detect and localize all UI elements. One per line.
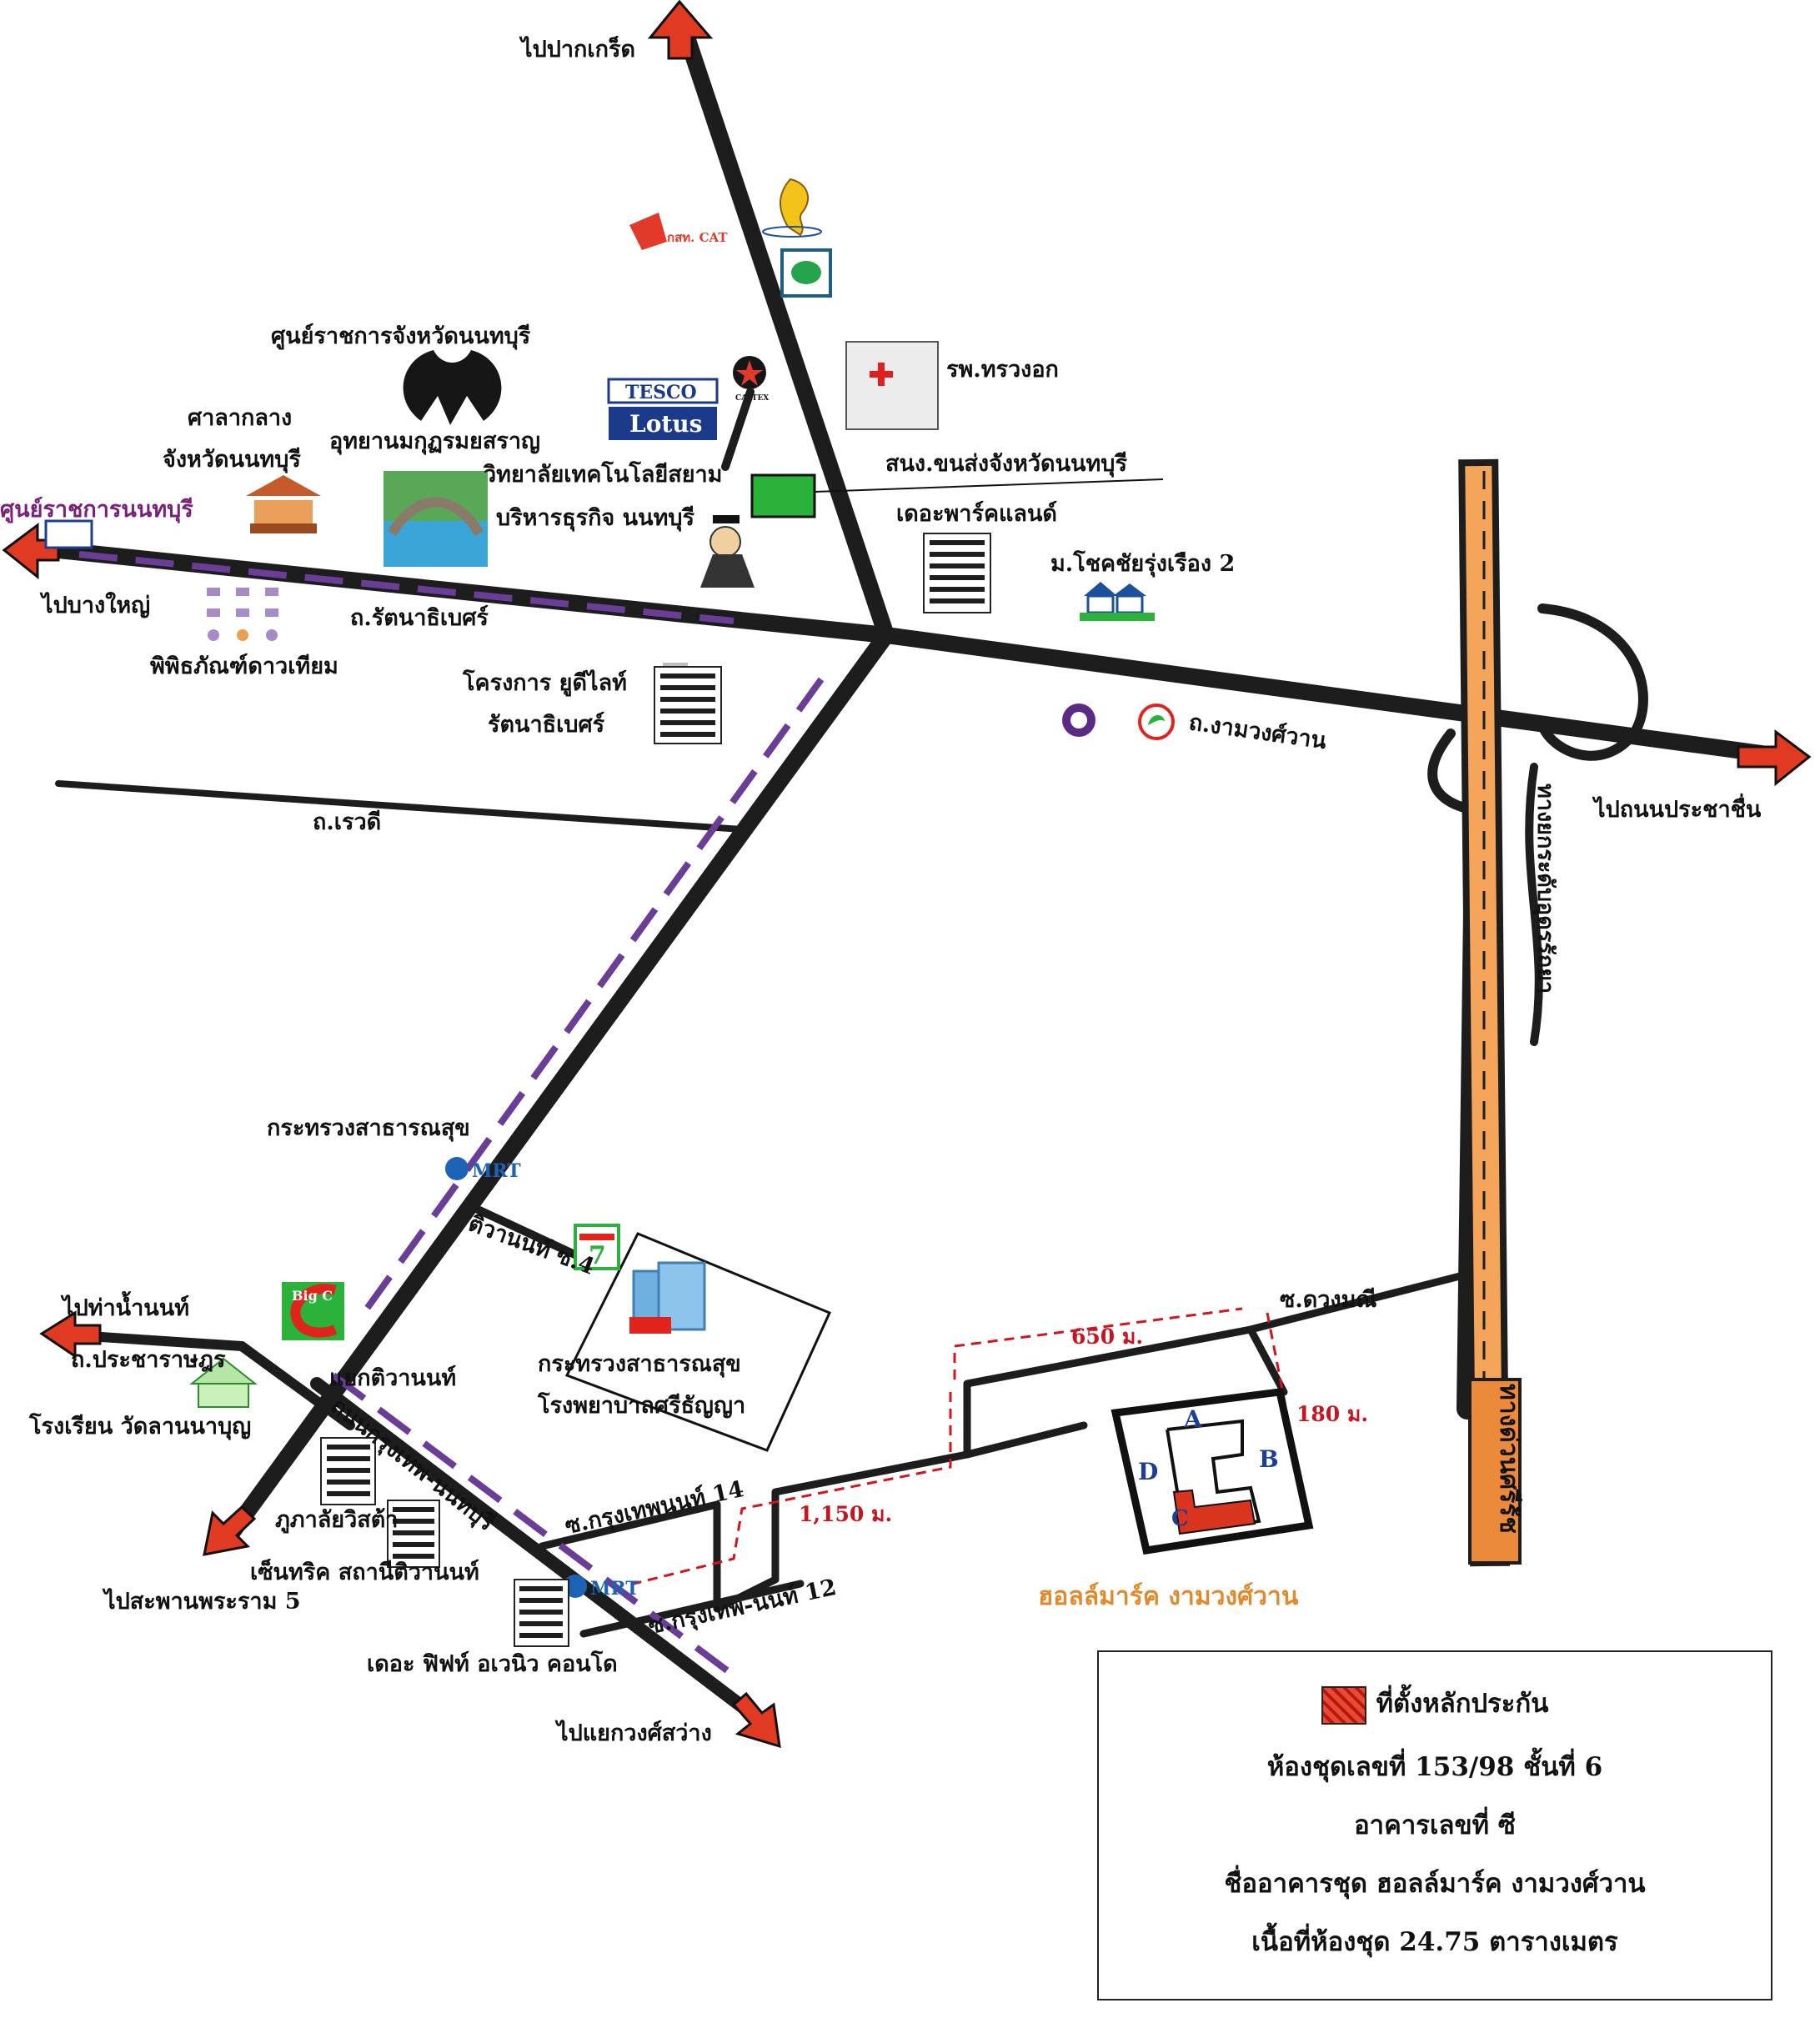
building-a-label: A <box>1183 1405 1203 1433</box>
label-to-tha-nam-non: ไปท่าน้ำนนท์ <box>60 1290 189 1321</box>
label-soi-krungthep-12: ซ.กรุงเทพ-นนท์ 12 <box>646 1574 839 1640</box>
legend-collateral-label: ที่ตั้งหลักประกัน <box>1376 1689 1549 1719</box>
label-rattanathibet-road: ถ.รัตนาธิเบศร์ <box>350 604 489 631</box>
arrow-to-wong-sawang <box>734 1694 780 1746</box>
label-to-prachachuen: ไปถนนประชาชื่น <box>1592 793 1762 823</box>
project-site-plan: A B C D <box>1116 1392 1309 1550</box>
building-b-label: B <box>1259 1445 1279 1473</box>
tesco-label: TESCO <box>625 382 697 403</box>
label-siam-tech-2: บริหารธุรกิจ นนทบุรี <box>496 505 695 532</box>
label-to-rama5-bridge: ไปสะพานพระราม 5 <box>102 1588 301 1615</box>
museum-icons <box>207 588 278 641</box>
fifth-avenue-building-icon <box>514 1580 569 1646</box>
road-revadee <box>58 784 742 829</box>
pavilion-icon <box>246 475 321 533</box>
label-fifth-avenue: เดอะ ฟิฟท์ อเวนิว คอนโด <box>367 1650 618 1677</box>
graduate-figure-icon <box>700 515 755 588</box>
road-caltex-spur <box>725 392 750 467</box>
transport-office-marker <box>752 475 815 517</box>
label-distance-1150: 1,150 ม. <box>799 1502 892 1526</box>
hospital-building-icon <box>846 342 938 429</box>
label-soi-duangmanee: ซ.ดวงมณี <box>1280 1287 1376 1313</box>
label-hospital: รพ.ทรวงอก <box>946 357 1059 383</box>
label-phupha-vista: ภูภาลัยวิสต้า <box>275 1507 398 1534</box>
mrt-label-1: MRT <box>472 1160 521 1182</box>
label-ministry-2: โรงพยาบาลศรีธัญญา <box>537 1391 745 1419</box>
label-udelight-1: โครงการ ยูดีไลท์ <box>462 668 627 697</box>
mrt-logo-icon: MRT <box>445 1157 521 1182</box>
legend-room-area: เนื้อที่ห้องชุด 24.75 ตารางเมตร <box>1099 1920 1771 1962</box>
village-houses-icon <box>1080 582 1155 621</box>
building-d-label: D <box>1138 1458 1158 1485</box>
label-ministry-mrt: กระทรวงสาธารณสุข <box>267 1115 470 1142</box>
label-wat-lan-na-school: โรงเรียน วัดลานนาบุญ <box>28 1412 251 1440</box>
building-c-label: C <box>1171 1506 1189 1531</box>
label-tiwanon-junction: แยกติวานนท์ <box>329 1365 456 1391</box>
label-ngamwongwan-road: ถ.งามวงศ์วาน <box>1187 709 1329 754</box>
phupha-vista-building-icon <box>321 1438 375 1505</box>
legend-room-number: ห้องชุดเลขที่ 153/98 ชั้นที่ 6 <box>1099 1745 1771 1787</box>
label-udelight-2: รัตนาธิเบศร์ <box>488 711 605 738</box>
green-leaf-logo-icon <box>782 250 830 296</box>
scb-bank-logo-icon <box>1062 704 1096 737</box>
label-to-bangyai: ไปบางใหญ่ <box>39 592 150 618</box>
udelight-building-icon <box>654 663 721 744</box>
lotus-label: Lotus <box>629 410 702 438</box>
road-branch-left <box>967 1425 1084 1455</box>
arrow-to-rama5 <box>204 1507 254 1555</box>
label-expressway-bottom: ทางด่วนศรีรัช <box>1494 1384 1523 1534</box>
label-court-1: ศาลากลาง <box>188 405 292 431</box>
tesco-lotus-logo: TESCO Lotus <box>609 379 717 440</box>
cat-logo-icon: กสท. CAT <box>629 213 728 250</box>
label-expressway-vertical: ทางยกระดับอุดรรัถยา <box>1532 784 1558 994</box>
label-revadee-road: ถ.เรวดี <box>313 809 381 835</box>
thailand-map-icon <box>763 179 821 237</box>
label-project-name: ฮอลล์มาร์ค งามวงศ์วาน <box>1038 1582 1299 1611</box>
label-nonthaburi-gov-center: ศูนย์ราชการจังหวัดนนทบุรี <box>271 323 531 350</box>
mrt-logo-icon: MRT <box>564 1575 639 1600</box>
label-parkland: เดอะพาร์คแลนด์ <box>896 500 1057 527</box>
label-distance-650: 650 ม. <box>1071 1324 1143 1349</box>
label-chokchai-village: ม.โชคชัยรุ่งเรือง 2 <box>1050 549 1235 578</box>
collateral-legend: ที่ตั้งหลักประกัน ห้องชุดเลขที่ 153/98 ช… <box>1097 1650 1772 2000</box>
mrt-label-2: MRT <box>590 1578 639 1600</box>
label-distance-180: 180 ม. <box>1296 1402 1368 1426</box>
road-soi-to-project <box>1251 1329 1284 1392</box>
kasikorn-bank-logo-icon <box>1140 705 1173 739</box>
label-transport-office: สนง.ขนส่งจังหวัดนนทบุรี <box>885 451 1127 478</box>
label-pracharat-road: ถ.ประชาราษฎร <box>71 1347 226 1373</box>
svg-text:Big C: Big C <box>292 1288 333 1304</box>
arrow-to-pakkret <box>650 2 710 58</box>
collateral-swatch <box>1321 1686 1366 1725</box>
parkland-building-icon <box>924 533 990 613</box>
label-to-wong-sawang: ไปแยกวงศ์สว่าง <box>554 1720 712 1746</box>
label-to-pakkret: ไปปากเกร็ด <box>519 34 635 63</box>
big-c-logo-icon: Big C <box>282 1282 344 1340</box>
road-soi-connector <box>717 1455 967 1609</box>
label-court-2: จังหวัดนนทบุรี <box>163 447 301 473</box>
transport-office-leader <box>815 479 1163 492</box>
label-centric-tiwanon: เซ็นทริค สถานีติวานนท์ <box>250 1557 479 1585</box>
label-museum: พิพิธภัณฑ์ดาวเทียม <box>150 653 338 679</box>
garuda-emblem-icon <box>404 350 502 425</box>
label-ministry-1: กระทรวงสาธารณสุข <box>538 1351 741 1378</box>
label-siam-tech-1: วิทยาลัยเทคโนโลยีสยาม <box>483 460 722 488</box>
legend-building-name: ชื่ออาคารชุด ฮอลล์มาร์ค งามวงศ์วาน <box>1099 1862 1771 1904</box>
gov-center-sign-box <box>46 521 92 548</box>
legend-collateral-row: ที่ตั้งหลักประกัน <box>1099 1682 1771 1725</box>
legend-building-number: อาคารเลขที่ ซี <box>1099 1804 1771 1845</box>
arrow-to-prachachuen <box>1738 732 1809 784</box>
ministry-hospital-building-icon <box>629 1263 704 1334</box>
label-gov-center-sign: ศูนย์ราชการนนทบุรี <box>0 496 193 523</box>
svg-text:กสท. CAT: กสท. CAT <box>667 230 728 245</box>
label-rommayasaran-park: อุทยานมกุฏรมยสราญ <box>329 428 540 455</box>
park-bridge-image <box>384 471 488 567</box>
